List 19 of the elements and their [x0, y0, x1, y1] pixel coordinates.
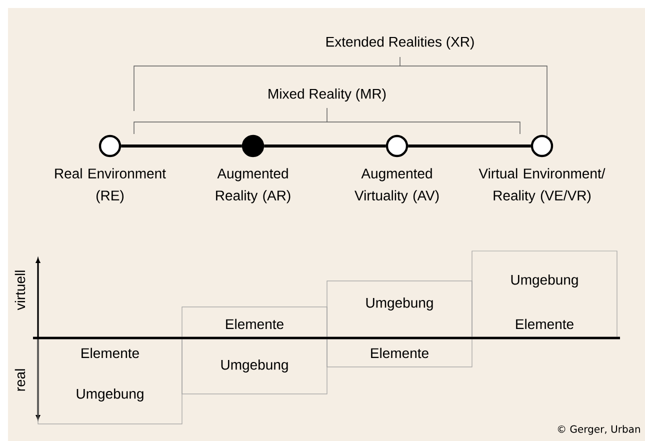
point-marker [386, 134, 408, 158]
step-box: Elemente Umgebung [182, 306, 328, 394]
step-box: Umgebung Elemente [326, 280, 472, 368]
connector-line [121, 144, 242, 148]
point-marker [530, 134, 554, 158]
axis-label: virtuell [14, 270, 26, 310]
connector-line [408, 144, 531, 148]
bracket-label: Mixed Reality (MR) [268, 88, 386, 102]
credit-note: © Gerger, Urban [558, 425, 640, 435]
step-box: Umgebung Elemente [472, 250, 618, 338]
point-label: Augmented Reality (AR) [216, 168, 290, 204]
bracket-label: Extended Realities (XR) [326, 36, 474, 50]
point-label: Virtual Environment/ Reality (VE/VR) [478, 168, 606, 204]
point-label: Real Environment (RE) [55, 168, 166, 204]
point-marker [242, 134, 264, 158]
point-marker [98, 134, 122, 158]
connector-line [264, 144, 386, 148]
step-box: Elemente Umgebung [38, 338, 182, 424]
point-label: Augmented Virtuality (AV) [354, 168, 439, 204]
